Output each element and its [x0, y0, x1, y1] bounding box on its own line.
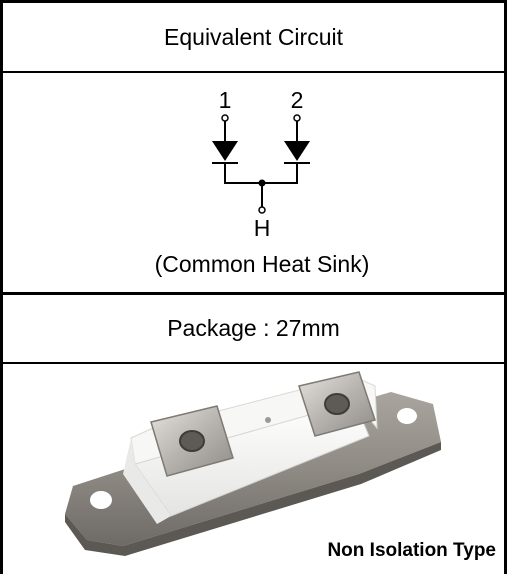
equivalent-circuit-header: Equivalent Circuit: [3, 0, 504, 73]
center-pin-hole: [265, 417, 271, 423]
terminal-1-label: 1: [219, 87, 232, 113]
mount-hole-left: [90, 491, 112, 509]
package-header: Package : 27mm: [3, 292, 504, 364]
diode-2-triangle: [284, 141, 310, 161]
base-plate-edge: [65, 442, 441, 556]
terminal-2-label: 2: [291, 87, 304, 113]
resin-body-side: [123, 438, 171, 524]
package-title: Package : 27mm: [167, 315, 340, 341]
nut-left-thread: [179, 430, 205, 452]
terminal-2-node: [293, 114, 301, 122]
isolation-type-caption: Non Isolation Type: [327, 540, 496, 561]
terminal-1-node: [221, 114, 229, 122]
common-heat-sink-note: (Common Heat Sink): [155, 251, 370, 277]
terminal-h-label: H: [254, 215, 271, 241]
terminal-h-node: [258, 206, 266, 214]
equivalent-circuit-title: Equivalent Circuit: [164, 23, 343, 50]
package-photo-section: Non Isolation Type: [3, 364, 504, 574]
circuit-diagram: 1 2 H (Common Heat Sink): [155, 87, 370, 277]
diode-1-triangle: [212, 141, 238, 161]
package-photo: [65, 371, 441, 556]
mount-hole-right: [397, 408, 417, 424]
nut-right-thread: [324, 393, 350, 415]
circuit-section: 1 2 H (Common Heat Sink): [3, 73, 504, 292]
